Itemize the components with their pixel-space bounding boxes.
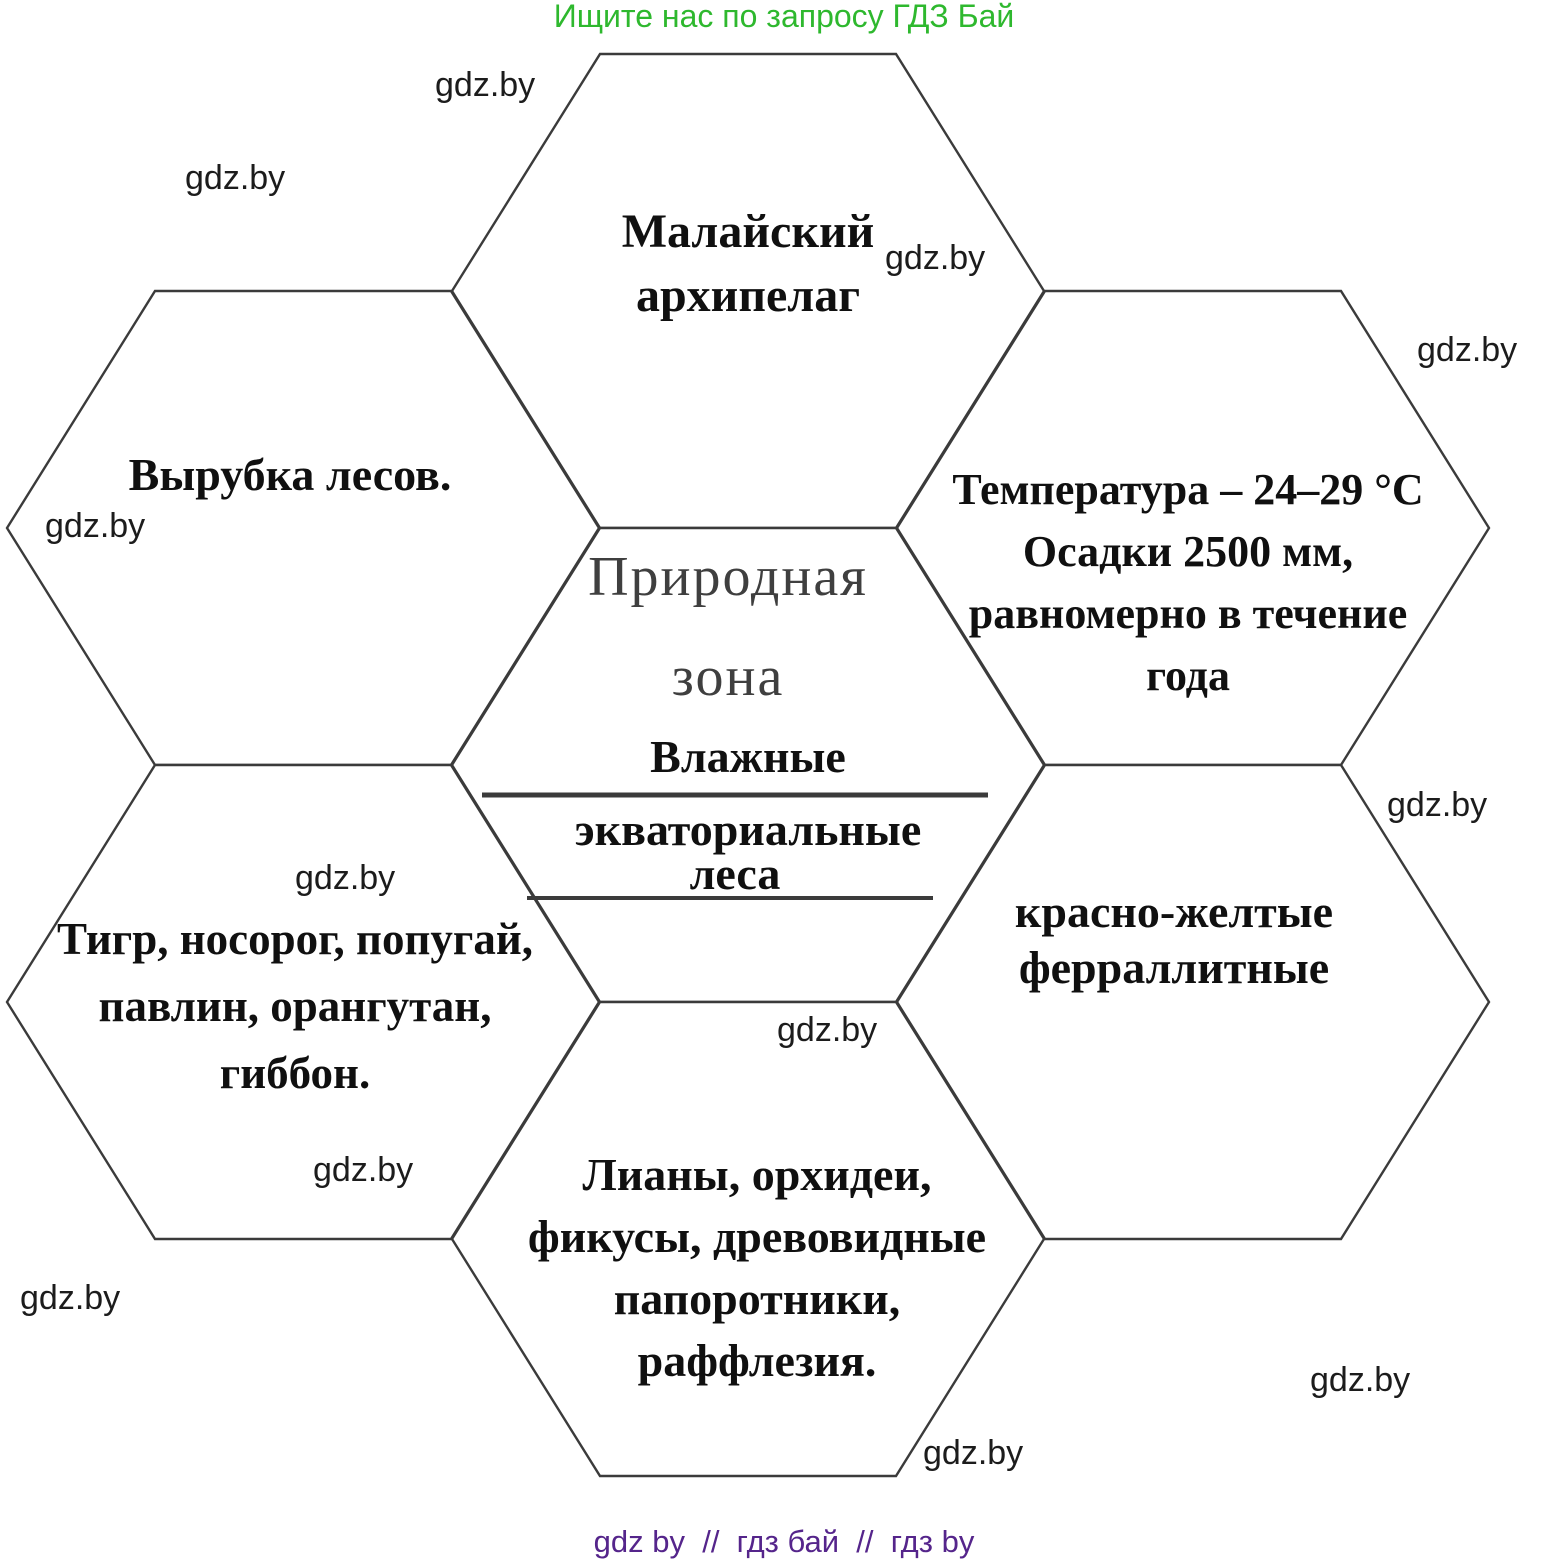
region-text-block: Малайский архипелаг — [498, 200, 998, 328]
eco-problem-line: Вырубка лесов. — [128, 449, 452, 500]
region-line: архипелаг — [635, 269, 861, 322]
zone-label-block: Природная зона — [478, 527, 978, 727]
soils-text-block: красно-желтые ферраллитные — [924, 884, 1424, 996]
flora-line: фикусы, древовидные — [527, 1211, 987, 1262]
watermark-gdzby: gdz.by — [435, 66, 536, 104]
zone-label-line: Природная — [588, 546, 868, 608]
fauna-text-block: Тигр, носорог, попугай, павлин, орангута… — [45, 906, 545, 1107]
zone-answer-line: Влажные — [650, 731, 846, 782]
fauna-line: Тигр, носорог, попугай, — [56, 914, 534, 964]
region-line: Малайский — [621, 205, 875, 258]
promo-header: Ищите нас по запросу ГДЗ Бай — [553, 0, 1015, 34]
climate-line: Температура – 24–29 °C — [952, 465, 1424, 514]
watermark-gdzby: gdz.by — [45, 507, 146, 545]
flora-text-block: Лианы, орхидеи, фикусы, древовидные папо… — [507, 1144, 1007, 1392]
fauna-line: гиббон. — [219, 1048, 371, 1098]
watermark-gdzby: gdz.by — [295, 859, 396, 897]
soils-line: красно-желтые — [1014, 886, 1334, 937]
climate-line: Осадки 2500 мм, — [1022, 527, 1354, 576]
eco-problem-text-block: Вырубка лесов. — [40, 446, 540, 504]
watermark-gdzby: gdz.by — [885, 239, 986, 277]
watermark-gdzby: gdz.by — [20, 1279, 121, 1317]
fauna-line: павлин, орангутан, — [98, 981, 492, 1031]
watermark-gdzby: gdz.by — [923, 1434, 1024, 1472]
watermark-gdzby: gdz.by — [313, 1151, 414, 1189]
soils-line: ферраллитные — [1018, 942, 1330, 993]
watermark-gdzby: gdz.by — [185, 159, 286, 197]
zone-answer-line: леса — [689, 848, 781, 899]
flora-line: папоротники, — [613, 1273, 901, 1324]
watermark-gdzby: gdz.by — [777, 1011, 878, 1049]
zone-answer-line: экваториальные — [574, 804, 922, 855]
hexagon-bottom — [450, 1000, 1046, 1478]
watermark-gdzby: gdz.by — [1387, 786, 1488, 824]
flora-line: раффлезия. — [637, 1335, 877, 1386]
site-footer: gdz by // гдз бай // гдз by — [593, 1524, 975, 1559]
watermark-gdzby: gdz.by — [1417, 331, 1518, 369]
climate-line: года — [1146, 651, 1230, 700]
climate-line: равномерно в течение — [968, 589, 1408, 638]
zone-label-line: зона — [671, 646, 785, 708]
flora-line: Лианы, орхидеи, — [582, 1149, 932, 1200]
watermark-gdzby: gdz.by — [1310, 1361, 1411, 1399]
climate-text-block: Температура – 24–29 °C Осадки 2500 мм, р… — [938, 459, 1438, 707]
